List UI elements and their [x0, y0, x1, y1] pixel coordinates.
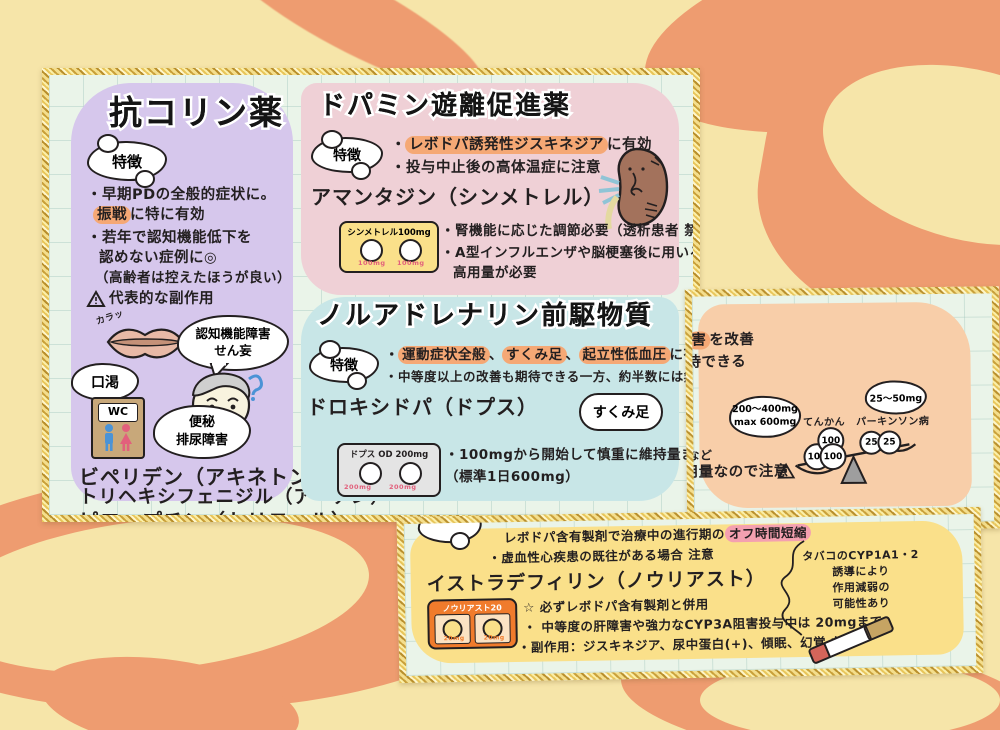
bubble-cognitive: 認知機能障害 せん妄 [177, 315, 289, 371]
feature-badge-dopamine: 特徴 [311, 130, 383, 180]
bullet-noradrenaline-1-row: ・運動症状全般、すくみ足、起立性低血圧に有効 [385, 346, 693, 364]
bullet-dopamine-2: ・投与中止後の高体温症に注意 [391, 160, 601, 176]
note-dopamine-2: ・A型インフルエンザや脳梗塞後に用いるときよりも [441, 245, 693, 261]
highlight-tremor: 振戦 [93, 206, 131, 224]
bottom-card: レボドパ含有製剤で治療中の進行期のオフ時間短縮 ・虚血性心疾患の既往がある場合 … [396, 506, 984, 684]
note-noradrenaline-2: （標準1日600mg） [445, 469, 580, 485]
drug-name-biperiden: ビペリデン（アキネトン） [79, 465, 331, 489]
restroom-figures-icon [105, 424, 132, 451]
panel-title-anticholinergic: 抗コリン薬 [107, 90, 285, 134]
drug-heading-droxidopa: ドロキシドパ（ドプス） [307, 395, 538, 419]
weight-parkinson-2: 25 [877, 430, 902, 455]
bullet-anticholinergic-3: ・若年で認知機能低下を [87, 230, 252, 246]
lips-icon [106, 328, 185, 359]
blister-symmetrel-dose-left: 100mg [358, 259, 386, 267]
bubble-epilepsy-dose-label: 200～400mg max 600mg [732, 403, 798, 429]
blister-nouriast: ノウリアスト20 20mg 20mg [427, 598, 518, 650]
warning-triangle-icon [86, 289, 106, 307]
bullet-anticholinergic-1: ・早期PDの全般的症状に。 [87, 187, 276, 203]
note-bottom-1: ☆ 必ずレボドパ含有製剤と併用 [523, 596, 709, 615]
bubble-constipation: 便秘 排尿障害 [153, 405, 251, 459]
warning-triangle-icon-side [777, 462, 796, 479]
bullet-noradrenaline-2: ・中等度以上の改善も期待できる一方、約半数には無効 [385, 369, 700, 384]
side-highlight: 害 [687, 331, 711, 350]
blister-dops: ドプス OD 200mg 200mg 200mg [337, 443, 441, 497]
blister-dops-dose-right: 200mg [389, 483, 417, 491]
panel-title-noradrenaline: ノルアドレナリン前駆物質 [314, 299, 654, 334]
feature-badge-label: 特徴 [111, 152, 142, 171]
feature-badge-label-dopamine: 特徴 [333, 148, 361, 164]
side-clipped-text-4: 用量なので注意 [684, 463, 789, 481]
feature-badge-label-noradrenaline: 特徴 [330, 358, 358, 374]
note-dopamine-1: ・腎機能に応じた調節必要（透析患者 禁忌!） [441, 223, 699, 239]
main-card: 抗コリン薬 特徴 ・早期PDの全般的症状に。 振戦に特に有効 ・若年で認知機能低… [42, 68, 700, 522]
note-dopamine-3: 高用量が必要 [453, 265, 537, 281]
bubble-cognitive-label: 認知機能障害 せん妄 [195, 326, 271, 358]
side-clipped-text-1: 害を改善 [687, 331, 754, 350]
feature-badge-anticholinergic: 特徴 [87, 134, 167, 188]
side-clipped-text-3: など [687, 448, 713, 463]
side-effects-heading: 代表的な副作用 [109, 291, 214, 307]
bubble-dry-mouth: 口渇 [71, 363, 139, 401]
panel-title-dopamine-release: ドパミン遊離促進薬 [316, 89, 572, 124]
tag-bubble-freezing-gait-label: すくみ足 [592, 405, 650, 421]
blister-nouriast-dose-right: 20mg [483, 634, 505, 642]
smoke-swirl-icon [780, 540, 805, 636]
bullet-anticholinergic-4: 認めない症例に◎ [99, 250, 218, 266]
kidney-icon [598, 147, 669, 230]
toilet-sign-icon: WC [91, 397, 145, 459]
bullet-anticholinergic-2: に特に有効 [130, 207, 205, 223]
bullet-anticholinergic-5: （高齢者は控えたほうが良い） [95, 270, 291, 286]
tag-bubble-freezing-gait: すくみ足 [579, 393, 663, 431]
cigarette-note: タバコのCYP1A1・2 誘導により 作用減弱の 可能性あり [802, 547, 920, 611]
side-clipped-text-2: 待できる [686, 354, 747, 371]
bubble-dry-mouth-label: 口渇 [91, 375, 119, 391]
scale-label-parkinson: パーキンソン病 [856, 416, 930, 428]
bubble-constipation-label: 便秘 排尿障害 [175, 415, 228, 448]
side-card: 害を改善 待できる など 用量なので注意 200～400mg max 600mg… [684, 286, 1000, 532]
blister-symmetrel-brand: シンメトレル100mg [347, 228, 431, 238]
cigarette-icon [808, 616, 894, 664]
blister-dops-brand: ドプス OD 200mg [349, 450, 429, 460]
blister-symmetrel-dose-right: 100mg [397, 259, 425, 267]
blister-nouriast-dose-left: 20mg [443, 634, 465, 643]
weight-epilepsy-3: 100 [819, 442, 847, 471]
highlight-motor-symptoms: 運動症状全般 [398, 346, 490, 364]
highlight-orthostatic-hypotension: 起立性低血圧 [578, 346, 671, 364]
highlight-freezing-gait: すくみ足 [502, 346, 567, 364]
blister-symmetrel: シンメトレル100mg 100mg 100mg [339, 221, 439, 273]
bubble-parkinson-dose-label: 25～50mg [869, 393, 923, 405]
feature-badge-noradrenaline: 特徴 [309, 340, 379, 390]
drug-name-piroheptine: ピロヘプチン（トリモール） [79, 509, 352, 522]
note-noradrenaline-1: ・100mgから開始して慎重に維持量まで増量 [445, 447, 696, 463]
bullet-anticholinergic-2-row: 振戦に特に有効 [93, 206, 205, 225]
toilet-sign-label: WC [98, 403, 138, 422]
highlight-levodopa-dyskinesia: レボドパ誘発性ジスキネジア [405, 136, 608, 154]
blister-dops-dose-left: 200mg [344, 483, 372, 491]
drug-heading-amantadine: アマンタジン（シンメトレル） [311, 185, 605, 209]
